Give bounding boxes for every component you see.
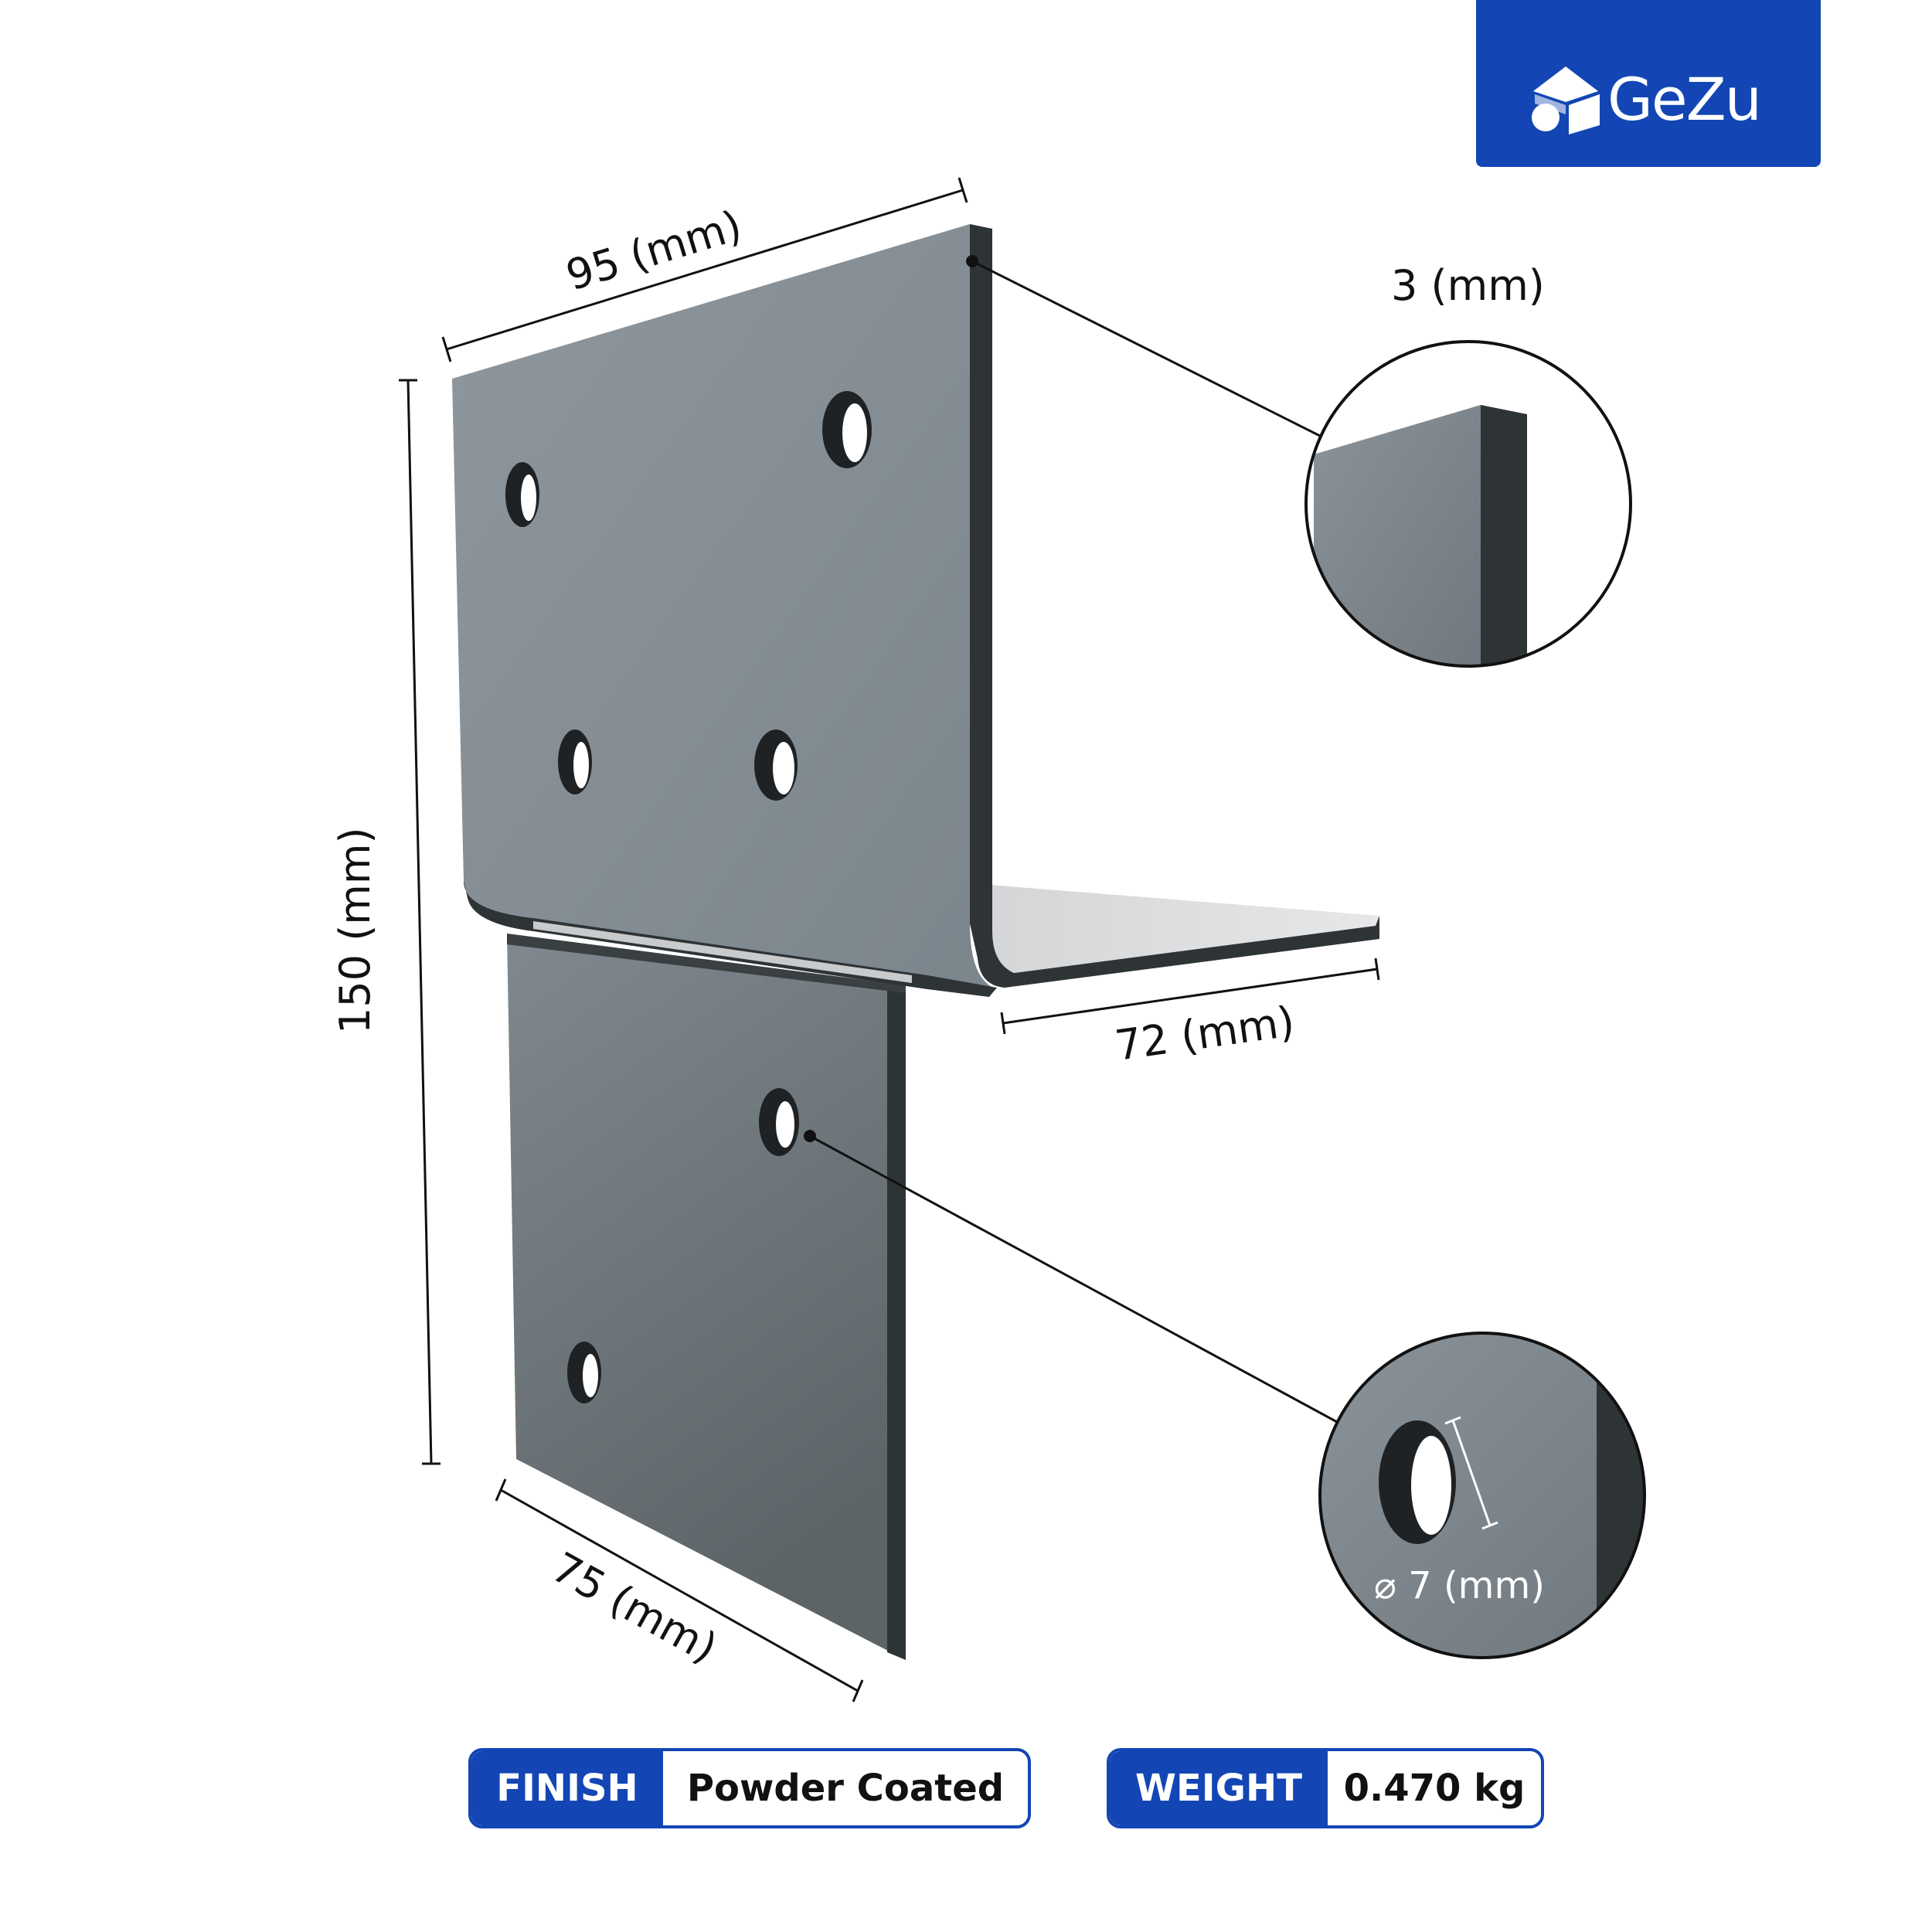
dim-thickness: 3 (mm) — [1391, 261, 1545, 310]
brand-logo: GeZu — [1476, 0, 1821, 167]
zoom-thickness — [1304, 340, 1632, 668]
spec-finish: FINISH Powder Coated — [468, 1748, 1031, 1828]
upper-plate — [452, 224, 1020, 997]
dim-height: 150 (mm) — [331, 827, 379, 1034]
spec-weight: WEIGHT 0.470 kg — [1107, 1748, 1544, 1828]
dim-hole-diameter: ⌀ 7 (mm) — [1374, 1564, 1545, 1607]
dim-bottom-width: 75 (mm) — [544, 1543, 726, 1672]
callout-dot-thickness — [966, 255, 978, 267]
lower-plate — [507, 934, 906, 1660]
spec-weight-value: 0.470 kg — [1343, 1767, 1526, 1810]
zoom-hole: ⌀ 7 (mm) — [1318, 1332, 1646, 1659]
callout-dot-hole — [804, 1130, 816, 1142]
brand-name: GeZu — [1607, 65, 1762, 134]
bottom-flange — [978, 885, 1379, 988]
spec-weight-label: WEIGHT — [1110, 1751, 1328, 1825]
dim-flange-depth: 72 (mm) — [1112, 997, 1298, 1070]
spec-finish-label: FINISH — [471, 1751, 663, 1825]
dimension-lines — [399, 177, 1380, 1702]
spec-finish-value: Powder Coated — [686, 1767, 1005, 1810]
house-logo-icon — [1532, 66, 1600, 134]
